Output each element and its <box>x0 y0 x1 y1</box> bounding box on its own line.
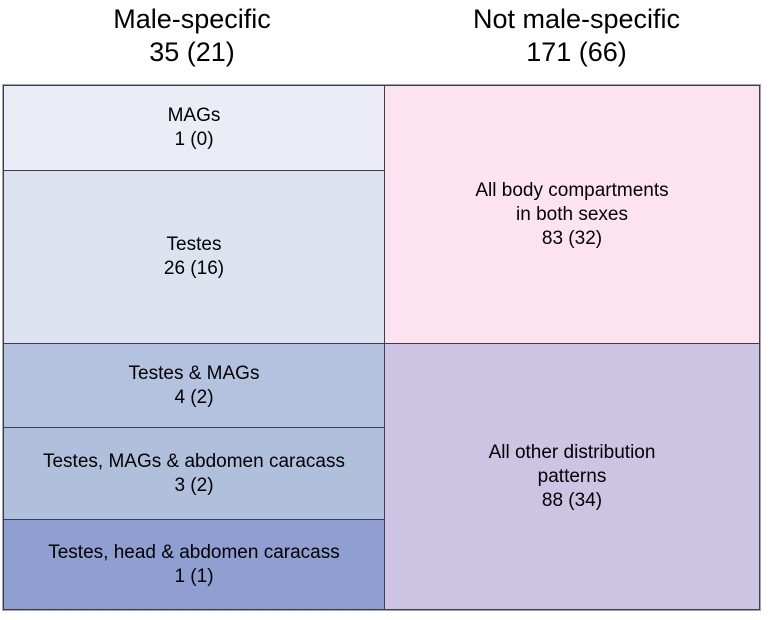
cell-label: MAGs <box>167 105 221 126</box>
cell-count: 1 (1) <box>174 565 214 587</box>
cell-all-other-distribution-patterns: All other distribution patterns 88 (34) <box>384 343 760 610</box>
cell-label-line2: in both sexes <box>516 203 628 225</box>
mosaic-grid: MAGs 1 (0) Testes 26 (16) Testes & MAGs … <box>3 85 760 610</box>
cell-label-line1: All body compartments <box>475 179 669 201</box>
cell-mags: MAGs 1 (0) <box>3 85 385 171</box>
cell-count: 26 (16) <box>163 258 225 279</box>
cell-label: Testes, MAGs & abdomen caracass <box>42 450 345 472</box>
column-header-male-specific: Male-specific 35 (21) <box>0 0 384 85</box>
column-header-count: 171 (66) <box>526 37 627 67</box>
cell-testes-head-abdomen-caracass: Testes, head & abdomen caracass 1 (1) <box>3 519 385 610</box>
column-header-count: 35 (21) <box>149 37 235 67</box>
cell-all-body-compartments-both-sexes: All body compartments in both sexes 83 (… <box>384 85 760 344</box>
cell-label: Testes <box>166 234 222 255</box>
column-header-not-male-specific: Not male-specific 171 (66) <box>384 0 769 85</box>
column-header-title: Male-specific <box>113 4 271 34</box>
column-header-title: Not male-specific <box>472 4 681 34</box>
cell-count: 4 (2) <box>174 386 214 408</box>
cell-label-line2: patterns <box>537 465 607 487</box>
cell-testes-mags-abdomen-caracass: Testes, MAGs & abdomen caracass 3 (2) <box>3 427 385 520</box>
cell-label-line1: All other distribution <box>488 441 656 463</box>
cell-count: 88 (34) <box>541 489 603 511</box>
cell-count: 83 (32) <box>541 227 603 249</box>
cell-label: Testes & MAGs <box>128 362 260 384</box>
cell-label: Testes, head & abdomen caracass <box>48 541 340 563</box>
cell-testes: Testes 26 (16) <box>3 170 385 344</box>
cell-count: 3 (2) <box>174 474 214 496</box>
cell-testes-and-mags: Testes & MAGs 4 (2) <box>3 343 385 428</box>
cell-count: 1 (0) <box>174 129 214 150</box>
column-header-row: Male-specific 35 (21) Not male-specific … <box>0 0 769 85</box>
